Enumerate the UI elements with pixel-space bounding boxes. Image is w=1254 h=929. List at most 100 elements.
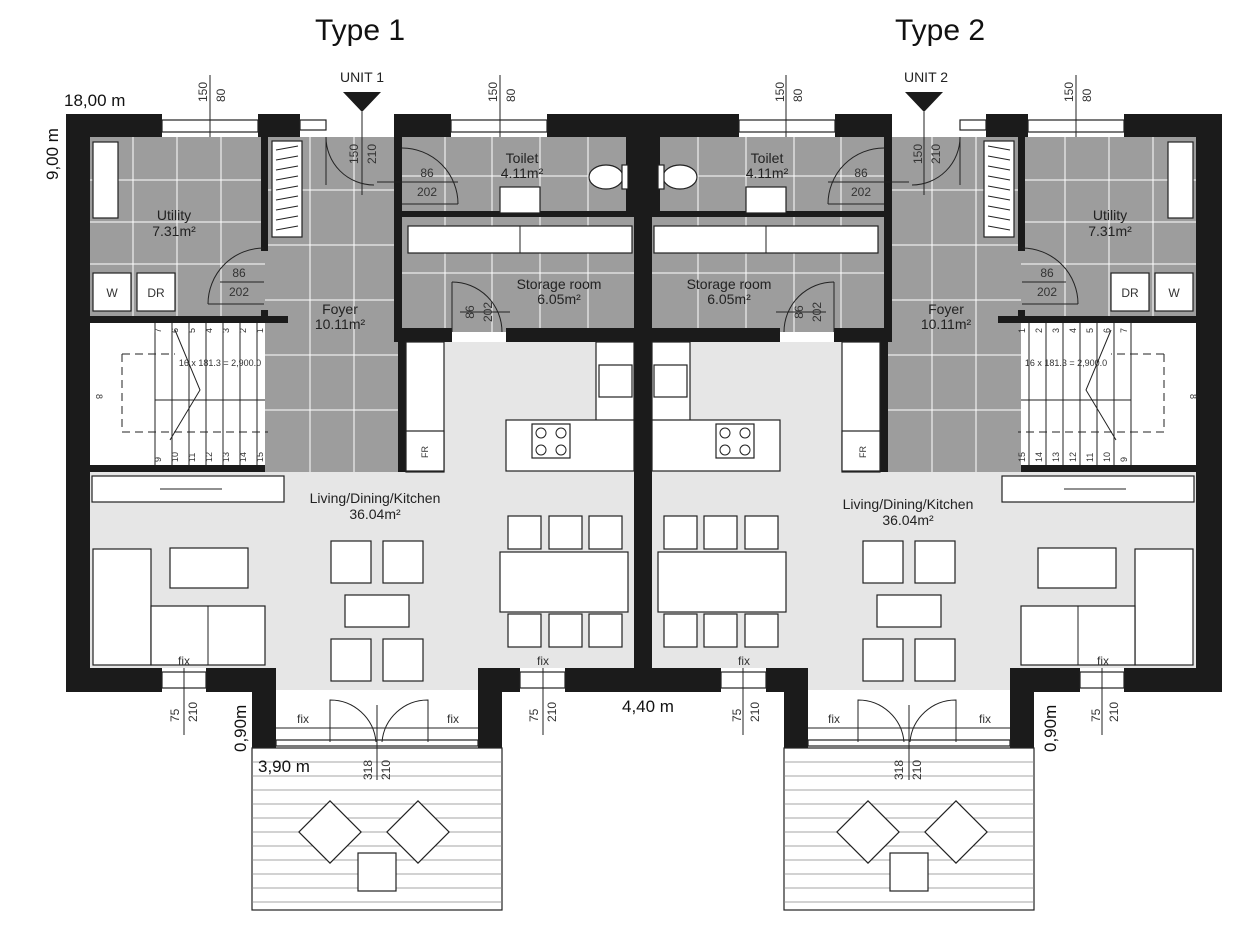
- svg-text:202: 202: [851, 185, 871, 199]
- fridge-label-1: FR: [420, 446, 430, 458]
- svg-text:11: 11: [1085, 453, 1095, 462]
- svg-text:13: 13: [1051, 452, 1061, 462]
- svg-text:12: 12: [204, 452, 214, 462]
- svg-text:86: 86: [463, 305, 477, 319]
- svg-text:5: 5: [1085, 328, 1095, 333]
- storage-area-2: 6.05m²: [707, 291, 751, 307]
- storage-area-1: 6.05m²: [537, 291, 581, 307]
- svg-text:15: 15: [1017, 452, 1027, 462]
- svg-text:10: 10: [170, 452, 180, 462]
- svg-text:150: 150: [773, 82, 787, 102]
- storage-name-1: Storage room: [517, 276, 602, 292]
- svg-text:80: 80: [1080, 88, 1094, 102]
- svg-text:150: 150: [911, 144, 925, 164]
- stair-landing-1: 8: [94, 394, 104, 399]
- unit1-label: UNIT 1: [340, 69, 384, 85]
- svg-text:10: 10: [1102, 452, 1112, 462]
- svg-text:fix: fix: [1097, 654, 1109, 668]
- svg-text:2: 2: [1034, 328, 1044, 333]
- dryer-label-1: DR: [147, 286, 165, 300]
- gap-width: 4,40 m: [622, 697, 674, 716]
- svg-text:15: 15: [255, 452, 265, 462]
- washer-label-1: W: [106, 286, 118, 300]
- utility-name-2: Utility: [1093, 207, 1127, 223]
- dimension-labels: 150 80 150 80 150 80 150 80 150 210 150 …: [168, 82, 1121, 780]
- fridge-label-2: FR: [858, 446, 868, 458]
- svg-text:fix: fix: [979, 712, 991, 726]
- svg-text:202: 202: [481, 302, 495, 322]
- svg-text:4: 4: [204, 328, 214, 333]
- svg-text:202: 202: [229, 285, 249, 299]
- svg-text:202: 202: [1037, 285, 1057, 299]
- svg-text:3: 3: [221, 328, 231, 333]
- svg-text:3: 3: [1051, 328, 1061, 333]
- svg-text:210: 210: [545, 702, 559, 722]
- foyer-name-1: Foyer: [322, 301, 358, 317]
- svg-text:2: 2: [238, 328, 248, 333]
- svg-text:6: 6: [1102, 328, 1112, 333]
- svg-text:80: 80: [504, 88, 518, 102]
- foyer-name-2: Foyer: [928, 301, 964, 317]
- living-area-2: 36.04m²: [882, 512, 934, 528]
- svg-text:210: 210: [186, 702, 200, 722]
- svg-text:210: 210: [1107, 702, 1121, 722]
- svg-text:86: 86: [232, 266, 246, 280]
- svg-text:fix: fix: [297, 712, 309, 726]
- svg-text:fix: fix: [537, 654, 549, 668]
- svg-text:210: 210: [929, 144, 943, 164]
- stair-formula-1: 16 x 181.3 = 2,900.0: [179, 358, 261, 368]
- svg-text:7: 7: [1119, 328, 1129, 333]
- svg-text:fix: fix: [447, 712, 459, 726]
- toilet-area-1: 4.11m²: [501, 165, 544, 181]
- svg-text:210: 210: [910, 760, 924, 780]
- washer-label-2: W: [1168, 286, 1180, 300]
- svg-text:75: 75: [168, 708, 182, 722]
- svg-text:150: 150: [196, 82, 210, 102]
- utility-area-2: 7.31m²: [1088, 223, 1132, 239]
- utility-name-1: Utility: [157, 207, 191, 223]
- svg-text:86: 86: [1040, 266, 1054, 280]
- svg-text:75: 75: [527, 708, 541, 722]
- svg-text:7: 7: [153, 328, 163, 333]
- living-area-1: 36.04m²: [349, 506, 401, 522]
- svg-text:210: 210: [748, 702, 762, 722]
- svg-text:9: 9: [153, 457, 163, 462]
- svg-text:1: 1: [1017, 328, 1027, 333]
- living-name-1: Living/Dining/Kitchen: [310, 490, 441, 506]
- svg-text:5: 5: [187, 328, 197, 333]
- toilet-name-1: Toilet: [506, 150, 539, 166]
- unit2-label: UNIT 2: [904, 69, 948, 85]
- svg-text:6: 6: [170, 328, 180, 333]
- toilet-area-2: 4.11m²: [746, 165, 789, 181]
- svg-text:86: 86: [420, 166, 434, 180]
- svg-text:12: 12: [1068, 452, 1078, 462]
- living-name-2: Living/Dining/Kitchen: [843, 496, 974, 512]
- type1-title: Type 1: [315, 14, 405, 47]
- foyer-area-2: 10.11m²: [921, 316, 972, 332]
- svg-text:14: 14: [1034, 452, 1044, 462]
- svg-text:14: 14: [238, 452, 248, 462]
- svg-text:150: 150: [347, 144, 361, 164]
- stair-steps-2: 7 6 5 4 3 2 1 9 10 11 12 13 14 15: [1017, 328, 1129, 462]
- svg-text:80: 80: [214, 88, 228, 102]
- toilet-name-2: Toilet: [751, 150, 784, 166]
- svg-text:210: 210: [379, 760, 393, 780]
- svg-text:9: 9: [1119, 457, 1129, 462]
- svg-text:75: 75: [1089, 708, 1103, 722]
- svg-text:86: 86: [854, 166, 868, 180]
- svg-text:fix: fix: [178, 654, 190, 668]
- terrace-offset-left: 0,90m: [231, 705, 250, 752]
- svg-text:fix: fix: [738, 654, 750, 668]
- svg-text:202: 202: [810, 302, 824, 322]
- svg-text:318: 318: [361, 760, 375, 780]
- foyer-area-1: 10.11m²: [315, 316, 366, 332]
- stair-landing-2: 8: [1188, 394, 1198, 399]
- svg-text:11: 11: [187, 453, 197, 462]
- svg-text:202: 202: [417, 185, 437, 199]
- stair-steps-1: 7 6 5 4 3 2 1 9 10 11 12 13 14 15: [153, 328, 265, 462]
- stair-formula-2: 16 x 181.3 = 2,900.0: [1025, 358, 1107, 368]
- svg-text:fix: fix: [828, 712, 840, 726]
- terrace-offset-right: 0,90m: [1041, 705, 1060, 752]
- svg-text:210: 210: [365, 144, 379, 164]
